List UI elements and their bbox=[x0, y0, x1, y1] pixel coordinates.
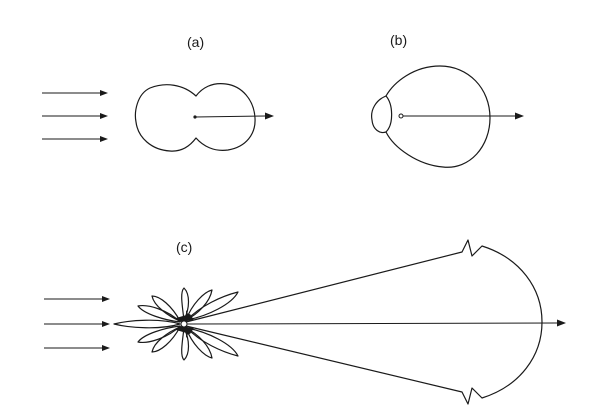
panel-a-forward-arrow bbox=[194, 115, 267, 118]
panel-b-label: (b) bbox=[390, 32, 407, 48]
panel-c-side-lobes bbox=[113, 287, 239, 361]
panel-a-label: (a) bbox=[187, 34, 204, 50]
panel-a-radiation-pattern bbox=[134, 83, 256, 152]
panel-b-back-lobe-edge bbox=[385, 95, 393, 133]
panel-b: (b) bbox=[371, 32, 524, 168]
panel-b-radiation-pattern bbox=[371, 65, 491, 168]
panel-c: (c) bbox=[44, 239, 566, 405]
panel-c-scatterer-circle bbox=[180, 320, 188, 328]
panel-a: (a) bbox=[42, 34, 274, 152]
panel-c-main-lobe bbox=[185, 239, 543, 405]
panel-b-scatterer-circle bbox=[398, 113, 404, 119]
panel-c-forward-arrow bbox=[186, 322, 559, 325]
panel-a-incident-arrows bbox=[42, 90, 108, 142]
panel-c-label: (c) bbox=[176, 239, 192, 255]
panel-c-incident-arrows bbox=[44, 296, 110, 351]
